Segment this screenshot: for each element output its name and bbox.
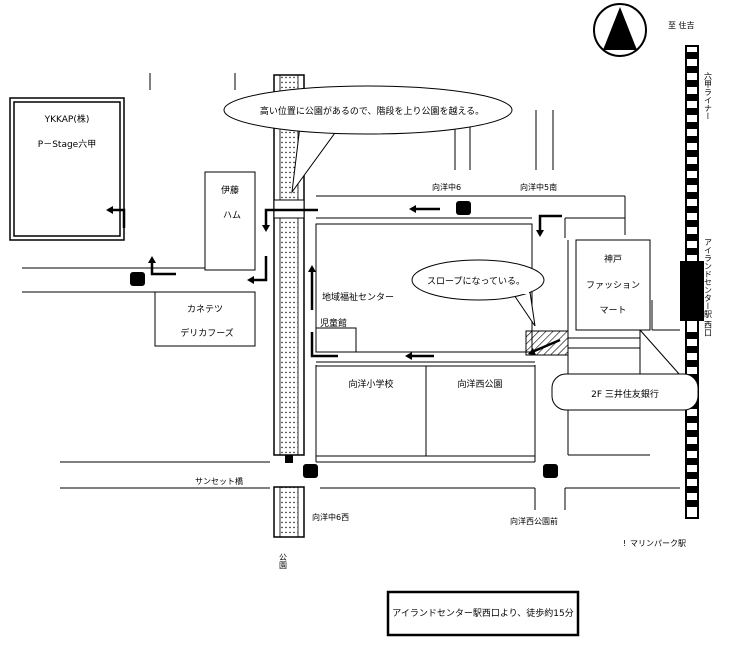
rail-tie xyxy=(686,346,698,353)
rail-tie xyxy=(686,486,698,493)
rail-tie xyxy=(686,472,698,479)
rail-tie xyxy=(686,416,698,423)
next-station-label: マリンパーク駅 xyxy=(630,539,686,548)
north-arrow-icon xyxy=(593,3,647,57)
walking-notice-text: アイランドセンター駅西口より、徒歩約15分 xyxy=(392,607,573,619)
slope-callout-text: スロープになっている。 xyxy=(427,276,525,287)
rail-tie xyxy=(686,80,698,87)
ito-label: 伊藤 xyxy=(221,184,239,196)
rail-tie xyxy=(686,52,698,59)
walking-notice-box xyxy=(386,590,580,637)
rail-tie xyxy=(686,66,698,73)
rail-tie xyxy=(686,234,698,241)
fashion-label-3: マート xyxy=(599,306,626,316)
delica-label: デリカフーズ xyxy=(180,327,234,339)
rail-tie xyxy=(686,94,698,101)
stop-kouyou6: 向洋中6 xyxy=(432,182,461,192)
rail-tie xyxy=(686,206,698,213)
rail-tie xyxy=(686,178,698,185)
ykkap-name: YKKAP(株) xyxy=(44,113,90,125)
svg-text:!: ! xyxy=(623,539,626,548)
rail-tie xyxy=(686,164,698,171)
building-ito-ham xyxy=(204,171,256,271)
rail-tie xyxy=(686,458,698,465)
slope-callout xyxy=(411,259,545,327)
fashion-label-2: ファッション xyxy=(586,281,640,291)
rail-tie xyxy=(686,332,698,339)
bank-label: 2F 三井住友銀行 xyxy=(591,388,659,400)
rail-tie xyxy=(686,122,698,129)
route-arrows xyxy=(106,205,562,360)
bank-callout xyxy=(551,329,699,411)
rail-tie xyxy=(686,430,698,437)
rail-tie xyxy=(686,360,698,367)
ham-label: ハム xyxy=(223,210,241,221)
building-ykkap xyxy=(9,97,125,241)
rail-tie xyxy=(686,150,698,157)
signal-markers xyxy=(130,201,558,478)
rail-tie xyxy=(686,108,698,115)
rail-direction-label: 至 住吉 xyxy=(668,20,695,30)
rail-tie xyxy=(686,192,698,199)
station-platform xyxy=(680,261,704,321)
park-callout-text: 高い位置に公園があるので、階段を上り公園を越える。 xyxy=(260,105,484,117)
sunset-bridge-label: サンセット橋 xyxy=(195,476,243,486)
fashion-label-1: 神戸 xyxy=(604,253,622,265)
park-callout xyxy=(223,85,513,194)
rail-tie xyxy=(686,220,698,227)
stop-kouyou5s: 向洋中5南 xyxy=(520,182,557,192)
stop-parkmae: 向洋西公園前 xyxy=(510,516,558,526)
rail-tie xyxy=(686,444,698,451)
rail-tie xyxy=(686,136,698,143)
park-label: 向洋西公園 xyxy=(457,378,502,390)
railway-track xyxy=(680,45,704,519)
rail-tie xyxy=(686,500,698,507)
station-name: アイランドセンター駅 西口 xyxy=(704,238,713,337)
stop-kouyou6w: 向洋中6西 xyxy=(312,512,349,522)
kanetetsu-label: カネテツ xyxy=(187,304,223,315)
ykkap-subname: P－Stage六甲 xyxy=(38,138,96,150)
park-block xyxy=(425,365,536,457)
welfare-center-label: 地域福祉センター xyxy=(322,291,394,303)
rail-line-name: 六甲ライナー xyxy=(704,71,713,120)
park-path-label: 公園 xyxy=(279,553,288,570)
building-school xyxy=(315,365,427,457)
rail-tie xyxy=(686,248,698,255)
building-fashion-mart xyxy=(575,239,651,331)
jido-label: 児童館 xyxy=(320,317,347,329)
building-kanetetsu xyxy=(154,291,256,347)
school-label: 向洋小学校 xyxy=(348,378,393,390)
